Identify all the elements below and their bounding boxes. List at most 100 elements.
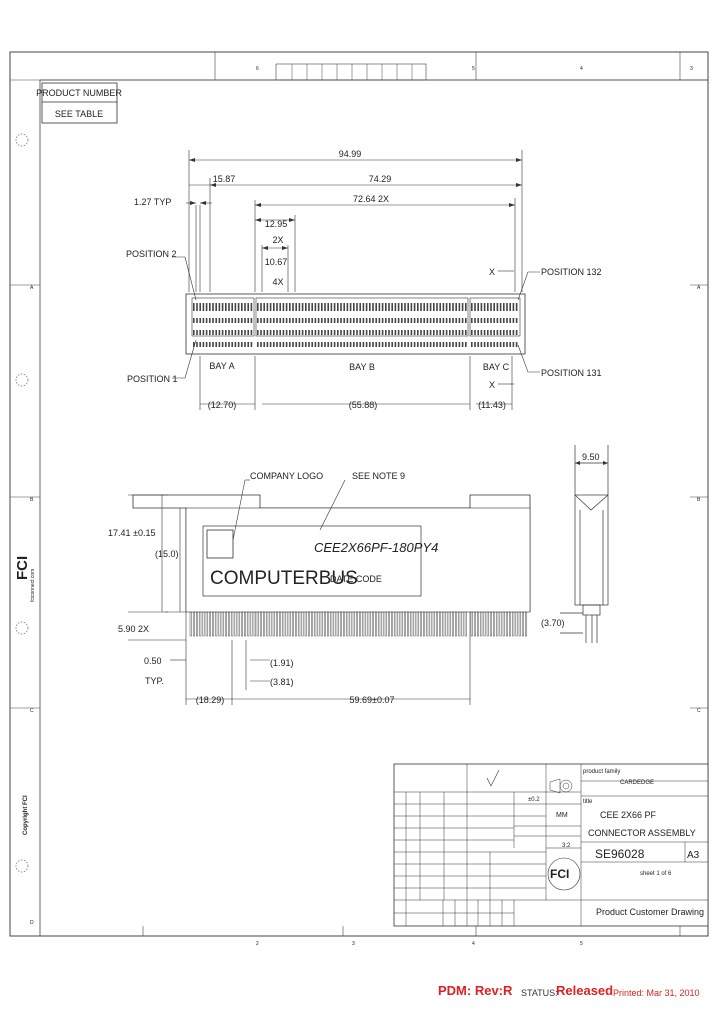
front-pin (314, 611, 317, 637)
pin (317, 318, 320, 323)
pin (394, 342, 397, 347)
front-pin (244, 611, 247, 637)
bay-b-outline (255, 297, 469, 337)
pin (314, 318, 317, 323)
pin (515, 342, 518, 347)
pin (356, 318, 358, 323)
pin (205, 303, 208, 311)
pin (369, 318, 371, 323)
zone-bottom-1: 2 (256, 941, 259, 947)
front-pin (336, 611, 339, 637)
pin (269, 303, 272, 311)
pin (404, 330, 406, 335)
pin (413, 318, 416, 323)
pin (199, 318, 201, 323)
pin (359, 330, 361, 335)
pin (298, 303, 301, 311)
pin (477, 330, 479, 335)
pin (237, 318, 240, 323)
pin (378, 330, 381, 335)
pin (276, 318, 278, 323)
pin (314, 303, 317, 311)
pin (391, 330, 393, 335)
pin (490, 303, 492, 311)
pin (330, 318, 333, 323)
pin (420, 330, 422, 335)
front-pin (307, 611, 310, 637)
front-pin (448, 611, 451, 637)
pin (461, 330, 464, 335)
pin (250, 303, 253, 311)
pin (305, 318, 307, 323)
pin (356, 330, 358, 335)
pin (308, 330, 310, 335)
pin (452, 303, 454, 311)
pin (449, 342, 451, 347)
pin (295, 303, 297, 311)
pin (266, 330, 269, 335)
pin (343, 330, 345, 335)
pin (311, 342, 313, 347)
pin (487, 342, 489, 347)
front-pin (429, 611, 432, 637)
top-view: 94.99 74.29 72.64 2X 15.87 1.27 TYP 12.9… (126, 149, 602, 410)
front-pin (512, 611, 515, 637)
brand-marking: COMPUTERBUS (210, 568, 358, 589)
pin (455, 303, 457, 311)
pin (237, 330, 240, 335)
pin (375, 342, 377, 347)
front-pin (202, 611, 205, 637)
pin (487, 318, 489, 323)
pin (260, 330, 262, 335)
pin (401, 318, 403, 323)
pin (512, 303, 515, 311)
front-pin (231, 611, 234, 637)
pin (439, 330, 441, 335)
pin (324, 318, 326, 323)
pin (496, 330, 499, 335)
pin (330, 342, 333, 347)
front-pin (480, 611, 483, 637)
pin (340, 342, 342, 347)
pin (218, 318, 221, 323)
ref-3-81: (3.81) (270, 677, 294, 687)
pin (257, 303, 259, 311)
pin (477, 342, 479, 347)
pin (439, 303, 441, 311)
pin (381, 303, 384, 311)
front-pin (349, 611, 352, 637)
company-logo-box (206, 529, 234, 559)
dim-12-95: 12.95 (265, 219, 288, 229)
pin (391, 342, 393, 347)
pin (330, 330, 333, 335)
pin (327, 303, 329, 311)
pin (343, 318, 345, 323)
pin (209, 330, 211, 335)
pin (321, 342, 323, 347)
pin (455, 342, 457, 347)
pin (289, 303, 291, 311)
pin (436, 342, 438, 347)
pin (225, 303, 227, 311)
pin (365, 330, 368, 335)
bay-a-label: BAY A (209, 361, 234, 371)
pin (496, 342, 499, 347)
pin (199, 342, 201, 347)
pin (452, 342, 454, 347)
front-pin (493, 611, 496, 637)
pin (445, 342, 448, 347)
pin (269, 330, 272, 335)
pin (324, 330, 326, 335)
pin (346, 303, 349, 311)
pin (279, 303, 281, 311)
pin (397, 342, 400, 347)
pin (269, 318, 272, 323)
pin (353, 342, 355, 347)
pin (426, 342, 429, 347)
pin (276, 330, 278, 335)
front-pin (215, 611, 218, 637)
pin (442, 318, 445, 323)
pin (442, 342, 445, 347)
pin (480, 342, 483, 347)
side-view: 9.50 (3.70) (541, 445, 609, 643)
